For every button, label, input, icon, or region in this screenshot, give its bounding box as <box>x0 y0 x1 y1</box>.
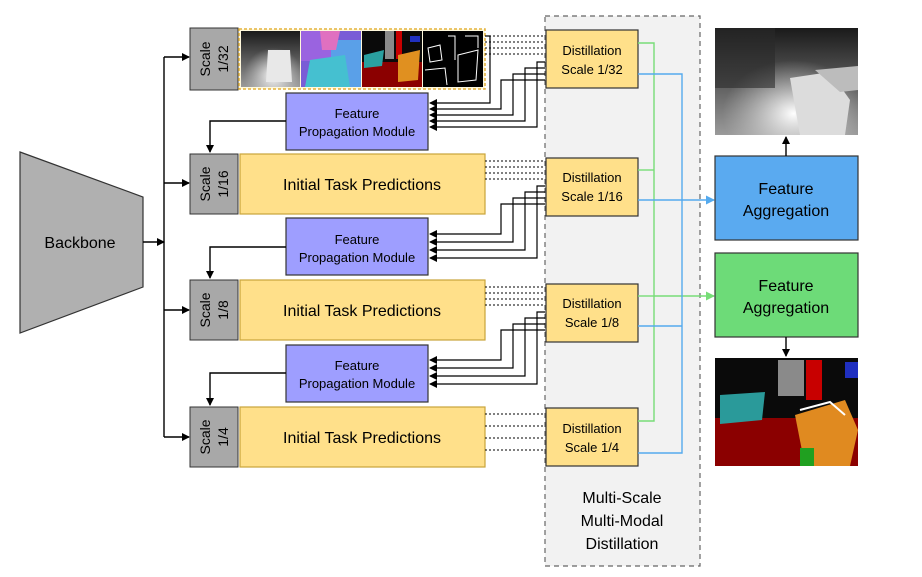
blue-branch-lines <box>638 73 715 454</box>
svg-text:Propagation Module: Propagation Module <box>299 376 415 391</box>
svg-text:Initial Task Predictions: Initial Task Predictions <box>283 303 441 320</box>
svg-text:Scale 1/8: Scale 1/8 <box>565 315 619 330</box>
backbone-label: Backbone <box>44 235 115 252</box>
scale-box-1-16: Scale 1/16 <box>189 153 239 215</box>
svg-text:Distillation: Distillation <box>562 296 621 311</box>
fpm-output-arrows <box>206 120 286 406</box>
svg-text:Distillation: Distillation <box>562 421 621 436</box>
svg-text:Scale 1/32: Scale 1/32 <box>561 62 622 77</box>
distillation-region-line2: Multi-Modal <box>581 513 664 530</box>
scale-1-8-line1: Scale <box>197 292 213 327</box>
feature-aggregation-segmentation: Feature Aggregation <box>714 252 859 338</box>
scale-box-1-8: Scale 1/8 <box>189 279 239 341</box>
thumb-normals <box>301 31 361 87</box>
feature-propagation-module-2: Feature Propagation Module <box>285 217 429 276</box>
prediction-thumbnails-1-32 <box>238 28 486 90</box>
svg-text:Distillation: Distillation <box>562 170 621 185</box>
scale-1-4-line1: Scale <box>197 419 213 454</box>
svg-text:Feature: Feature <box>335 232 380 247</box>
svg-text:Aggregation: Aggregation <box>743 300 829 317</box>
svg-text:Initial Task Predictions: Initial Task Predictions <box>283 177 441 194</box>
feature-aggregation-depth: Feature Aggregation <box>714 155 859 241</box>
initial-task-predictions-1-8: Initial Task Predictions <box>239 279 486 341</box>
svg-text:Propagation Module: Propagation Module <box>299 124 415 139</box>
initial-task-predictions-1-16: Initial Task Predictions <box>239 153 486 215</box>
svg-text:Scale 1/4: Scale 1/4 <box>565 440 619 455</box>
distillation-feedback-arrows <box>429 35 545 388</box>
initial-task-predictions-1-4: Initial Task Predictions <box>239 406 486 468</box>
scale-1-8-line2: 1/8 <box>215 300 231 320</box>
svg-text:Propagation Module: Propagation Module <box>299 250 415 265</box>
scale-1-4-line2: 1/4 <box>215 427 231 447</box>
svg-text:Initial Task Predictions: Initial Task Predictions <box>283 430 441 447</box>
svg-text:Feature: Feature <box>335 106 380 121</box>
distillation-box-1-16: Distillation Scale 1/16 <box>545 157 639 217</box>
feature-propagation-module-1: Feature Propagation Module <box>285 92 429 151</box>
green-branch-lines <box>638 42 715 422</box>
distillation-box-1-32: Distillation Scale 1/32 <box>545 29 639 89</box>
scale-box-1-4: Scale 1/4 <box>189 406 239 468</box>
depth-output-image <box>715 28 858 135</box>
svg-text:Feature: Feature <box>335 358 380 373</box>
thumb-edges <box>423 31 483 87</box>
backbone-trapezoid <box>19 151 144 334</box>
backbone-connections <box>143 53 190 441</box>
thumb-segmentation <box>362 31 422 87</box>
svg-text:Aggregation: Aggregation <box>743 203 829 220</box>
segmentation-output-image <box>715 358 858 466</box>
distillation-box-1-8: Distillation Scale 1/8 <box>545 283 639 343</box>
scale-1-32-line2: 1/32 <box>215 45 231 72</box>
feature-propagation-module-3: Feature Propagation Module <box>285 344 429 403</box>
scale-1-32-line1: Scale <box>197 41 213 76</box>
distillation-box-1-4: Distillation Scale 1/4 <box>545 407 639 467</box>
dotted-prediction-links <box>485 35 545 451</box>
scale-1-16-line1: Scale <box>197 166 213 201</box>
svg-text:Scale 1/16: Scale 1/16 <box>561 189 622 204</box>
distillation-region-line3: Distillation <box>586 536 659 553</box>
svg-text:Feature: Feature <box>758 278 813 295</box>
scale-box-1-32: Scale 1/32 <box>189 27 239 91</box>
scale-1-16-line2: 1/16 <box>215 170 231 197</box>
svg-text:Feature: Feature <box>758 181 813 198</box>
thumb-depth <box>241 31 300 87</box>
svg-text:Distillation: Distillation <box>562 43 621 58</box>
distillation-region-line1: Multi-Scale <box>582 490 661 507</box>
